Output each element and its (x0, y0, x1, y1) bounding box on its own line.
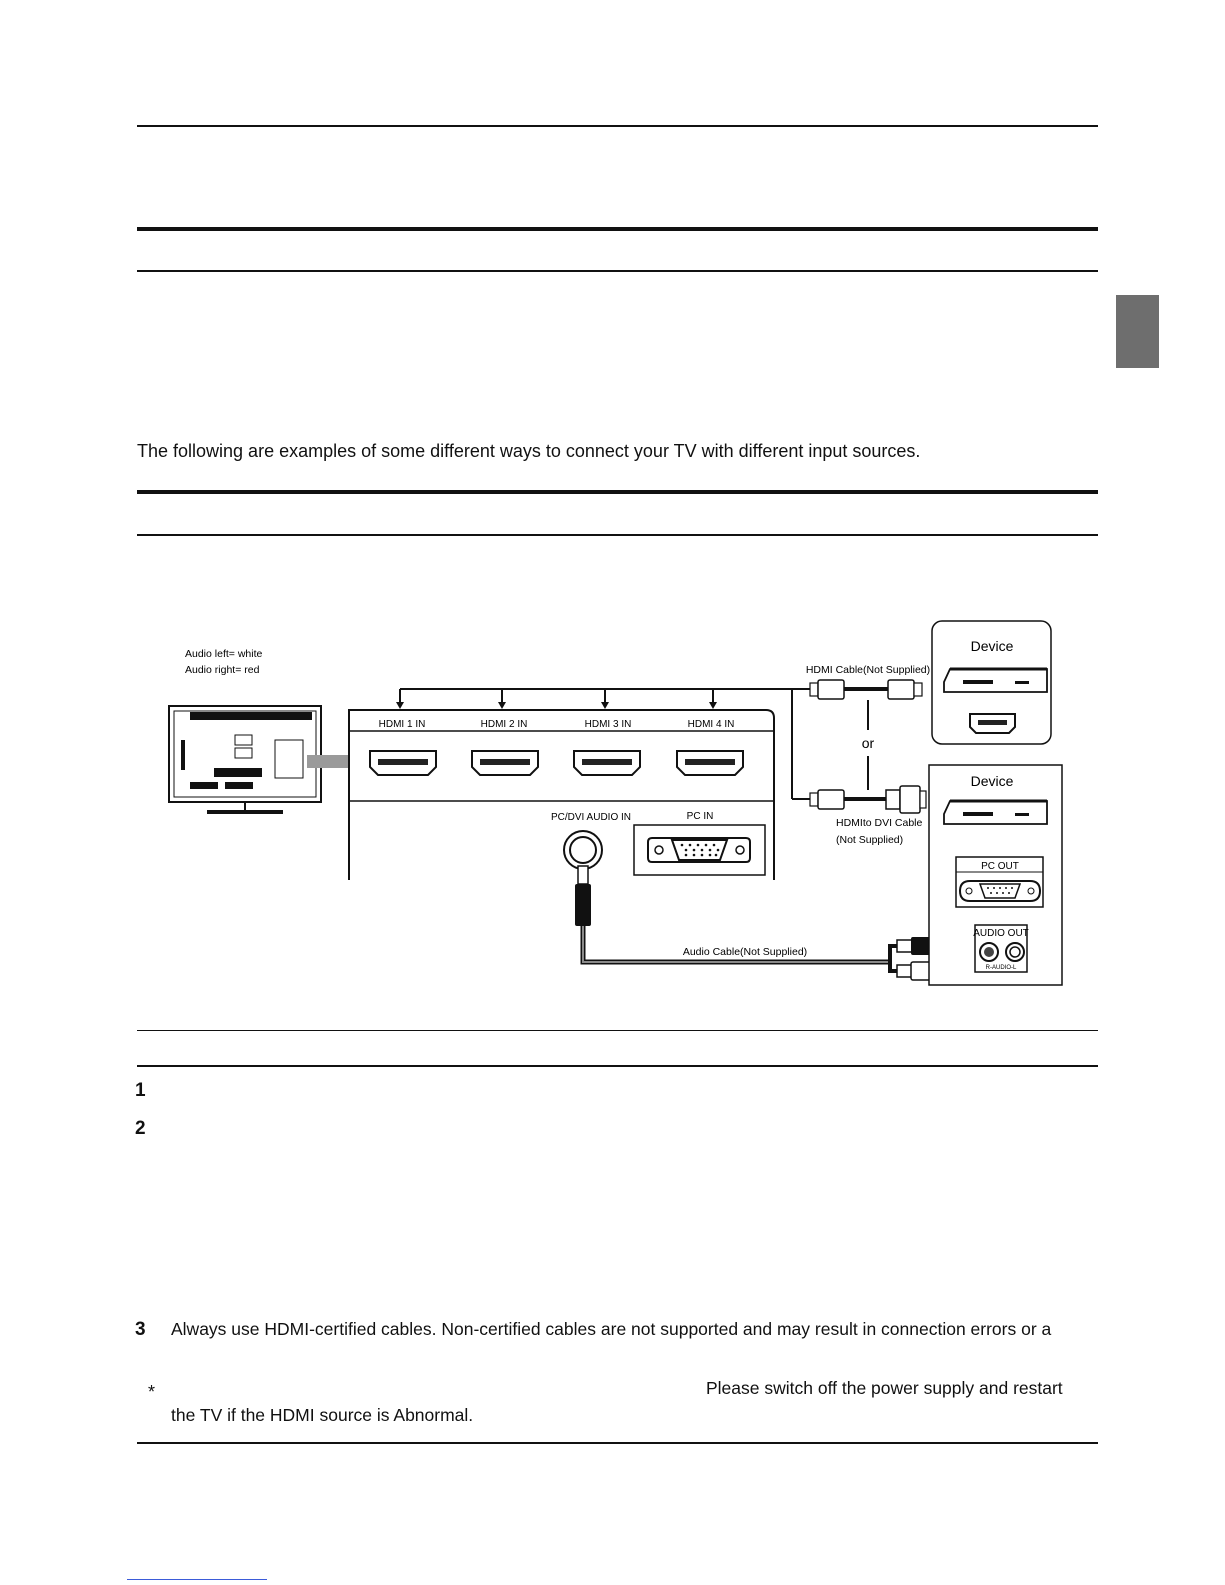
hdmi-bus-lines (399, 688, 810, 800)
asterisk-note-line1: Please switch off the power supply and r… (706, 1378, 1063, 1398)
hdmi-1-label: HDMI 1 IN (379, 719, 426, 730)
audio-in-jack-icon (563, 830, 603, 870)
asterisk-marker: * (148, 1382, 156, 1402)
hdmi-cable-label: HDMI Cable(Not Supplied) (806, 664, 930, 676)
hdmi-cable (809, 679, 923, 700)
hdmi-3-label: HDMI 3 IN (585, 719, 632, 730)
hdmi-arrowheads (396, 702, 717, 709)
tv-connector-panel (348, 709, 775, 880)
chapter-side-tab (1116, 295, 1159, 368)
footer-link-underline[interactable] (127, 1579, 267, 1580)
notes-rule-top (137, 1030, 1098, 1031)
hdmi-section-rule-top (137, 490, 1098, 494)
hdmi-dvi-cable-label-line1: HDMIto DVI Cable (836, 817, 923, 829)
hdmi-section-rule-bottom (137, 534, 1098, 536)
notes-rule-bottom (137, 1065, 1098, 1067)
hdmi-1-port-icon (369, 750, 437, 776)
note-marker-2: 2 (135, 1118, 146, 1139)
pc-in-vga-port-icon (633, 824, 766, 876)
pc-dvi-audio-in-label: PC/DVI AUDIO IN (551, 812, 631, 823)
hdmi-2-label: HDMI 2 IN (481, 719, 528, 730)
audio-cable (575, 865, 944, 981)
section-rule-top (137, 227, 1098, 231)
hdmi-to-dvi-cable (809, 785, 927, 814)
hdmi-2-port-icon (471, 750, 539, 776)
audio-out-label: AUDIO OUT (973, 928, 1029, 939)
asterisk-note-line2: the TV if the HDMI source is Abnormal. (171, 1405, 474, 1425)
or-label: or (862, 735, 875, 751)
r-audio-l-label: R-AUDIO-L (986, 965, 1017, 971)
hdmi-dvi-cable-label-line2: (Not Supplied) (836, 834, 903, 846)
audio-left-label: Audio left= white (185, 648, 263, 660)
device-2-label: Device (971, 773, 1014, 789)
pc-out-port-icon (955, 856, 1044, 908)
audio-out-jacks-icon (974, 924, 1028, 973)
note-marker-1: 1 (135, 1080, 146, 1101)
audio-right-label: Audio right= red (185, 664, 260, 676)
hdmi-3-port-icon (573, 750, 641, 776)
pc-in-label: PC IN (687, 811, 714, 822)
hdmi-4-port-icon (676, 750, 744, 776)
hdmi-4-label: HDMI 4 IN (688, 719, 735, 730)
pc-out-label: PC OUT (981, 861, 1019, 872)
note-3-text: Always use HDMI-certified cables. Non-ce… (171, 1319, 1052, 1339)
section-rule-bottom (137, 270, 1098, 272)
top-rule (137, 125, 1098, 127)
device-1-box (931, 620, 1052, 745)
hdmi-connection-diagram: Audio left= white Audio right= red HDMI … (168, 620, 1063, 986)
note-marker-3: 3 (135, 1319, 146, 1340)
bottom-rule (137, 1442, 1098, 1444)
device-1-label: Device (971, 638, 1014, 654)
tv-rear-illustration (168, 705, 349, 814)
intro-text: The following are examples of some diffe… (137, 441, 921, 461)
audio-cable-label: Audio Cable(Not Supplied) (683, 946, 807, 958)
